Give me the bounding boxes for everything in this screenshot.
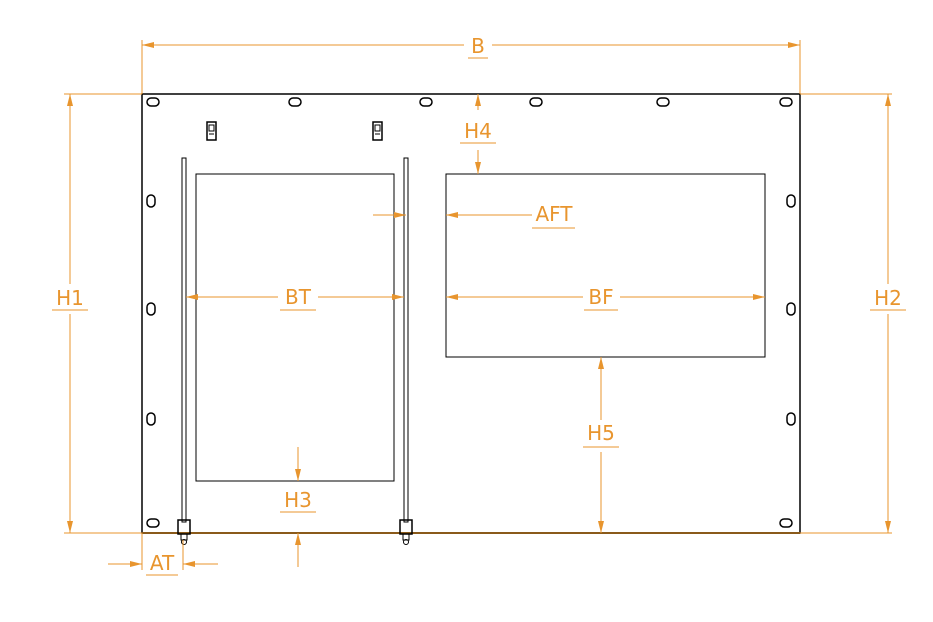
- slot-left: [146, 302, 156, 316]
- rail-right: [403, 157, 409, 523]
- hinges: [206, 121, 383, 141]
- slot-right: [786, 412, 796, 426]
- rail-fitting-left: [177, 519, 191, 545]
- slot-top: [656, 97, 670, 107]
- dim-label-bf: BF: [588, 285, 613, 309]
- slot-top: [529, 97, 543, 107]
- dim-label-bt: BT: [285, 285, 312, 309]
- slot-corner-tl: [146, 97, 160, 107]
- rail-fitting-right: [399, 519, 413, 545]
- hinge: [206, 121, 217, 141]
- slot-top: [419, 97, 433, 107]
- dim-label-at: AT: [150, 551, 175, 575]
- slot-corner-br: [779, 518, 793, 528]
- door-cutout: [195, 173, 395, 482]
- dimensions: B H1 H2 H4 AFT BT BF: [50, 33, 908, 576]
- slot-right: [786, 194, 796, 208]
- dim-label-h1: H1: [56, 286, 84, 310]
- dim-label-aft: AFT: [535, 202, 573, 226]
- main-panel: [141, 93, 801, 534]
- dim-label-h2: H2: [874, 286, 902, 310]
- slot-top: [288, 97, 302, 107]
- dim-label-h3: H3: [284, 488, 312, 512]
- rail-left: [181, 157, 187, 523]
- hinge: [372, 121, 383, 141]
- window-cutout: [445, 173, 766, 358]
- dim-label-h5: H5: [587, 421, 615, 445]
- mounting-slots: [146, 97, 796, 528]
- slot-left: [146, 194, 156, 208]
- dim-label-h4: H4: [464, 119, 492, 143]
- slot-right: [786, 302, 796, 316]
- rails: [177, 157, 413, 545]
- panel-outline: [141, 93, 801, 534]
- slot-left: [146, 412, 156, 426]
- slot-corner-bl: [146, 518, 160, 528]
- dim-label-b: B: [471, 34, 485, 58]
- slot-corner-tr: [779, 97, 793, 107]
